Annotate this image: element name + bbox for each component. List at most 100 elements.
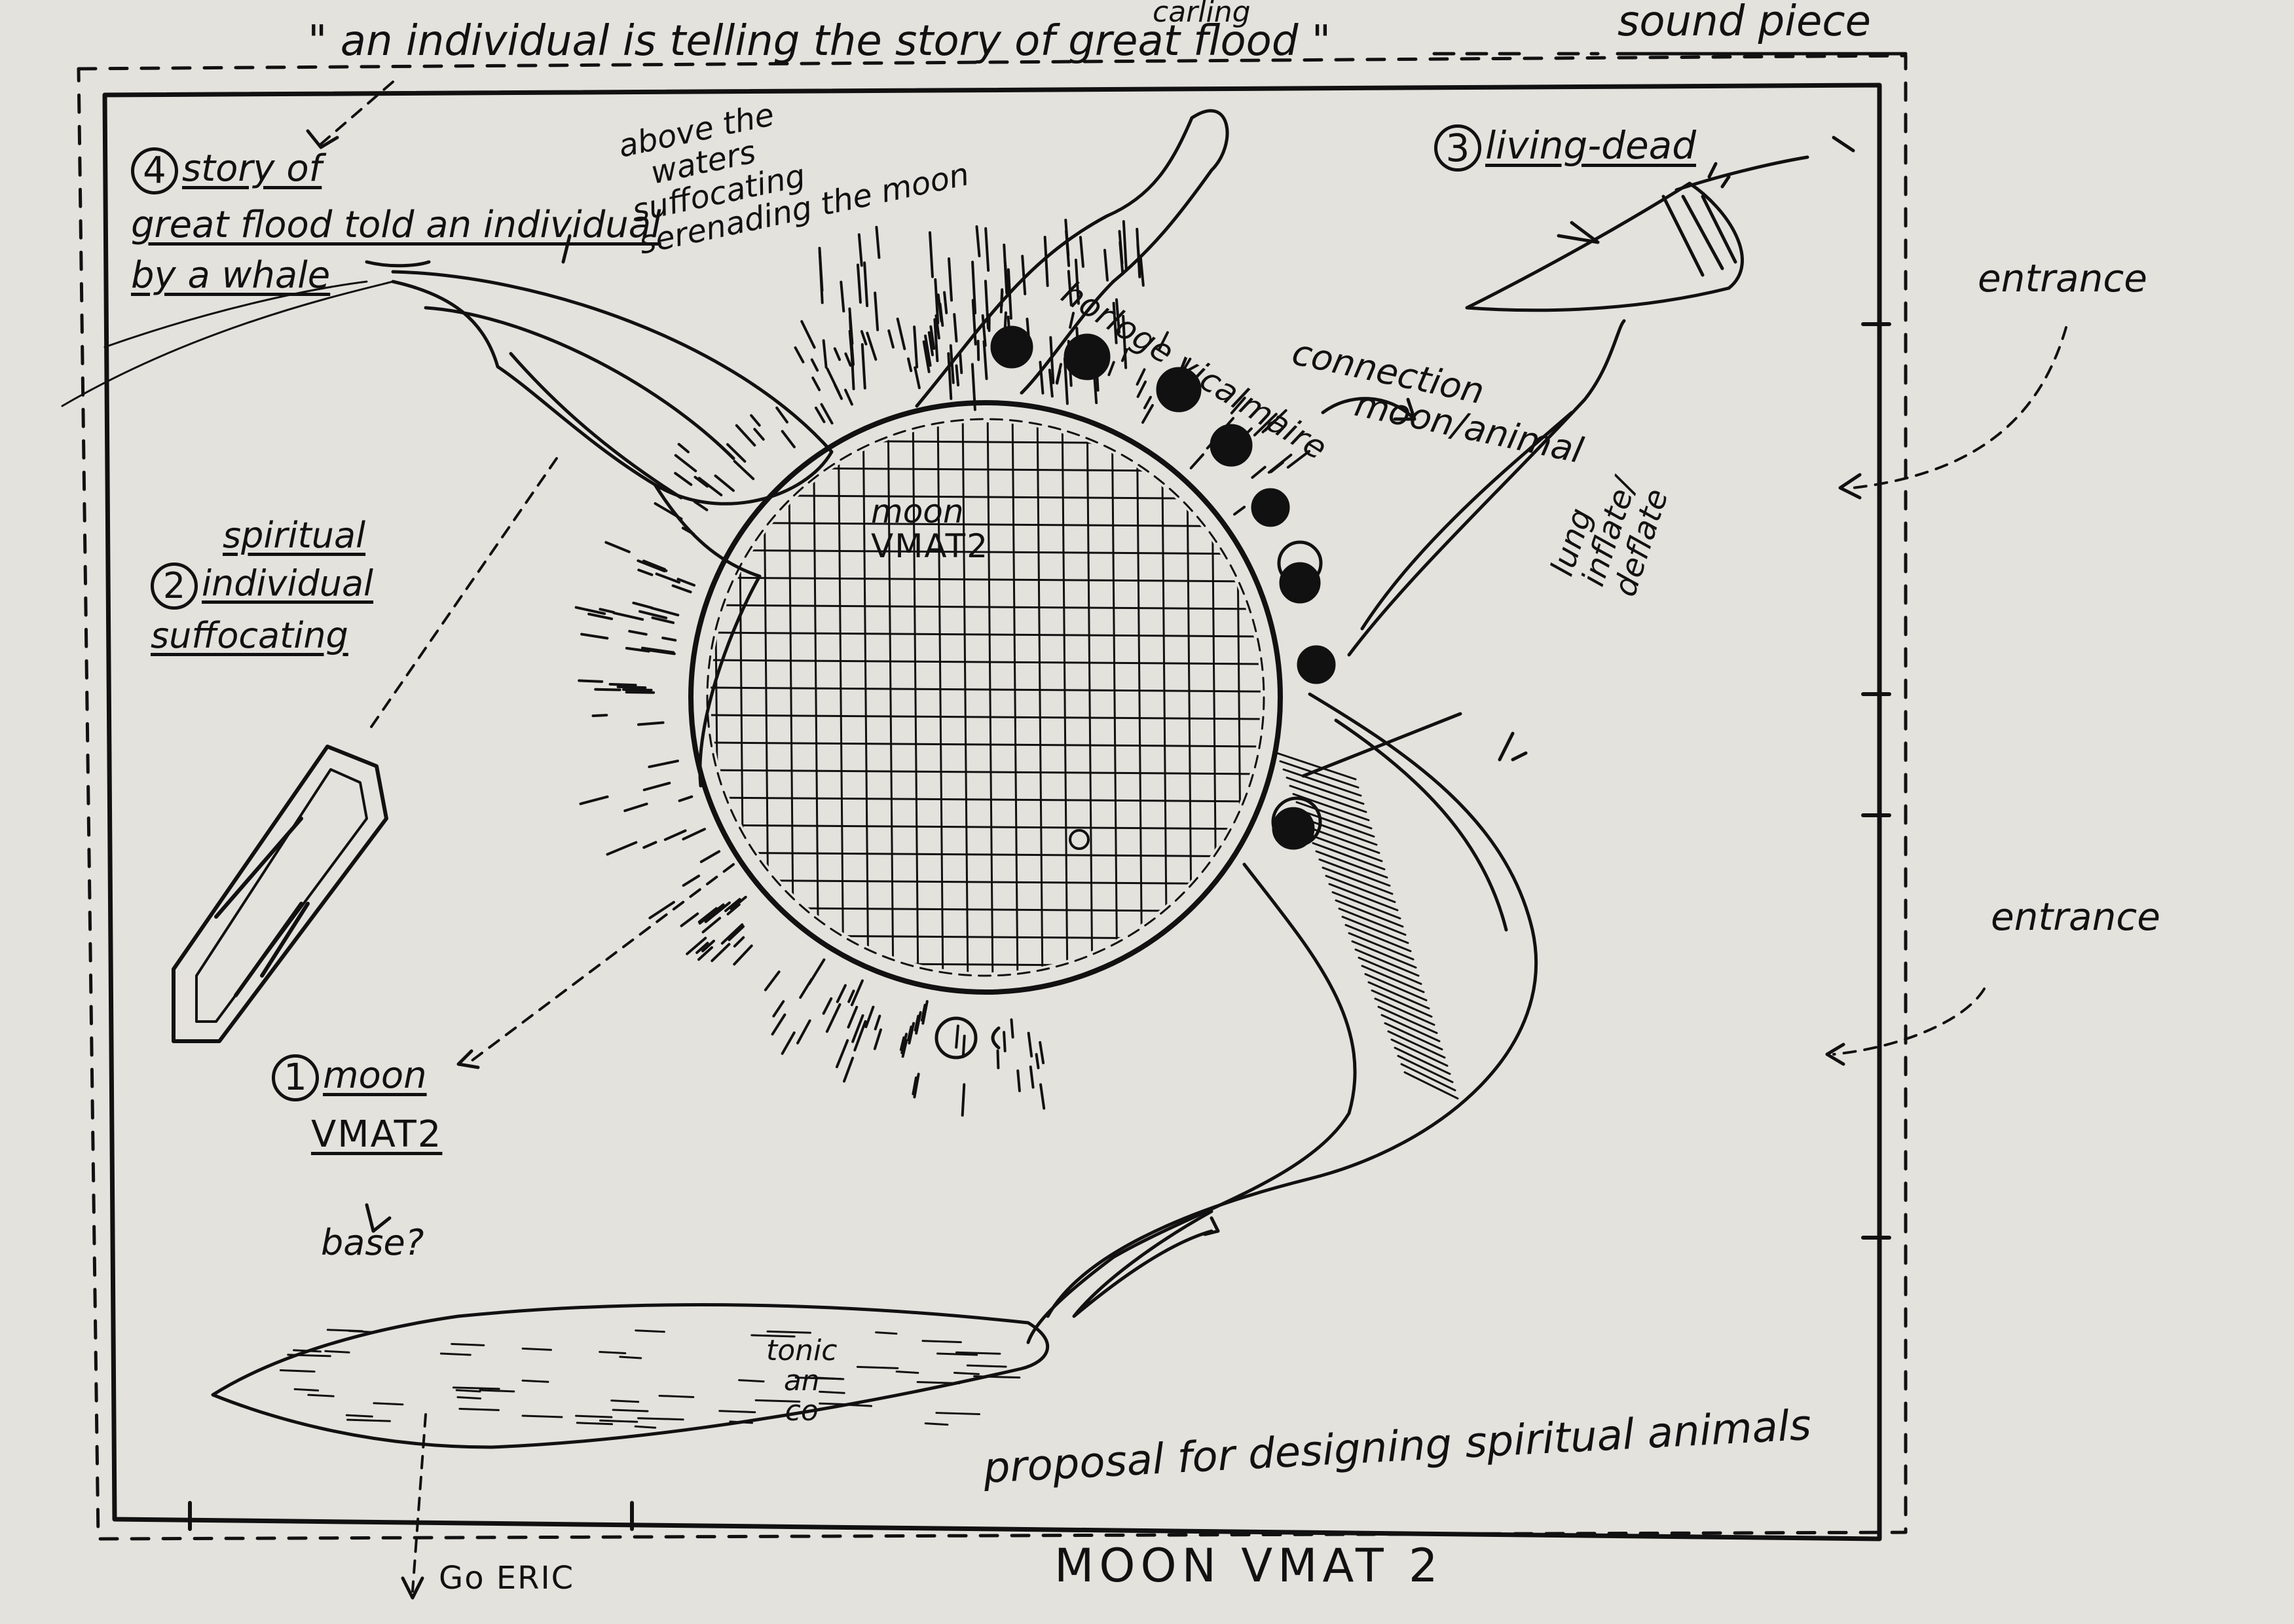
hatch-stroke (1119, 241, 1124, 275)
hatch-stroke (961, 1083, 966, 1117)
hatch-stroke (580, 633, 609, 640)
hatch-stroke (733, 944, 753, 966)
base-hatch-stroke (458, 1407, 500, 1411)
hatch-stroke (825, 1003, 842, 1033)
hatch-stroke (906, 357, 913, 373)
footer-title: MOON VMAT 2 (1054, 1539, 1443, 1593)
hatch-stroke (887, 329, 895, 349)
hatch-stroke (921, 1000, 929, 1025)
lung-hatch-stroke (1312, 842, 1386, 870)
base-hatch-stroke (451, 1342, 485, 1346)
hatch-stroke (826, 367, 840, 394)
hatch-stroke (693, 500, 709, 511)
hatch-stroke (1136, 380, 1147, 398)
hatch-stroke (1049, 336, 1055, 384)
base-hatch-stroke (479, 1389, 515, 1393)
hatch-stroke (1189, 453, 1205, 470)
hatch-stroke (874, 291, 879, 331)
hatch-stroke (920, 1003, 927, 1022)
hatch-stroke (1074, 258, 1080, 305)
moon-grid-line (711, 824, 1261, 830)
hatch-stroke (959, 352, 963, 375)
hatch-stroke (720, 923, 744, 945)
hatch-stroke (840, 280, 845, 313)
hatch-stroke (637, 721, 665, 726)
base-hatch-stroke (521, 1347, 552, 1351)
hatch-stroke (914, 1014, 920, 1032)
item2-line3: suffocating (151, 614, 348, 656)
hatch-stroke (814, 406, 826, 424)
moon-grid-line (837, 422, 845, 972)
hatch-stroke (1043, 236, 1049, 287)
whale-tail (915, 109, 1229, 408)
hatch-stroke (936, 293, 943, 323)
base-hatch-stroke (935, 1412, 980, 1416)
hatch-stroke (860, 330, 868, 346)
hatch-stroke (955, 364, 960, 387)
item4-line1: story of (182, 147, 322, 191)
hatch-stroke (928, 231, 934, 278)
hatch-stroke (599, 608, 616, 614)
hatch-stroke (818, 250, 824, 304)
moon-grid-line (711, 494, 1261, 500)
lung-hatch-stroke (1344, 924, 1412, 952)
base-hatch-stroke (293, 1388, 320, 1392)
lung-hatch-stroke (1328, 883, 1399, 912)
hatch-stroke (913, 1073, 920, 1099)
moon-grid-line (711, 879, 1261, 885)
hatch-stroke (866, 331, 878, 361)
hatch-stroke (794, 346, 805, 363)
hatch-stroke (843, 388, 853, 406)
hatch-stroke (648, 900, 675, 919)
moon-grid-line (961, 422, 969, 972)
hatch-stroke (961, 1034, 966, 1058)
hatch-stroke (651, 616, 675, 624)
moon-grid-line (887, 422, 895, 972)
hatch-stroke (728, 925, 745, 942)
hatch-stroke (1112, 302, 1118, 344)
hatch-stroke (906, 1025, 913, 1042)
hatch-stroke (1039, 1041, 1045, 1065)
base-hatch-stroke (373, 1402, 404, 1406)
hatch-stroke (847, 1005, 859, 1029)
base-hatch-stroke (619, 1356, 642, 1359)
hatch-stroke (1039, 361, 1045, 395)
moon-grid-line (711, 576, 1261, 583)
moon-grid-line (1011, 422, 1019, 972)
hatch-stroke (698, 903, 725, 925)
hatch-stroke (1286, 450, 1311, 469)
hatch-stroke (857, 233, 863, 267)
hatch-stroke (900, 1033, 908, 1054)
moon-grid-line (1036, 422, 1044, 972)
base-hatch-stroke (287, 1354, 331, 1357)
base-label: base? (321, 1222, 424, 1263)
item4-number: 4 (131, 147, 178, 194)
base-hatch-stroke (936, 1352, 978, 1356)
hatch-stroke (1107, 361, 1115, 377)
hatch-stroke (781, 430, 796, 449)
hatch-stroke (623, 802, 648, 813)
hatch-stroke (682, 828, 706, 841)
base-hatch-stroke (346, 1418, 391, 1422)
hatch-stroke (1122, 314, 1128, 369)
hatch-stroke (996, 1049, 1000, 1069)
hatch-stroke (836, 984, 847, 1003)
hatch-stroke (753, 428, 765, 441)
hatch-stroke (701, 940, 715, 953)
hatch-stroke (1269, 461, 1284, 473)
hatch-stroke (733, 460, 755, 481)
lung-hatch-stroke (1282, 768, 1362, 797)
hatch-stroke (1055, 363, 1063, 384)
hatch-stroke (711, 942, 731, 963)
hatch-stroke (1003, 1031, 1007, 1052)
hatch-stroke (843, 1056, 855, 1083)
hatch-stroke (1253, 413, 1278, 437)
lung-hatch-stroke (1390, 1039, 1449, 1067)
lung-hatch-stroke (1325, 875, 1396, 903)
hatch-stroke (835, 1039, 849, 1069)
base-hatch-stroke (718, 1410, 756, 1414)
hatch-stroke (908, 1022, 916, 1044)
hatch-stroke (810, 358, 819, 372)
hatch-stroke (632, 601, 654, 610)
hatch-stroke (850, 979, 864, 1006)
